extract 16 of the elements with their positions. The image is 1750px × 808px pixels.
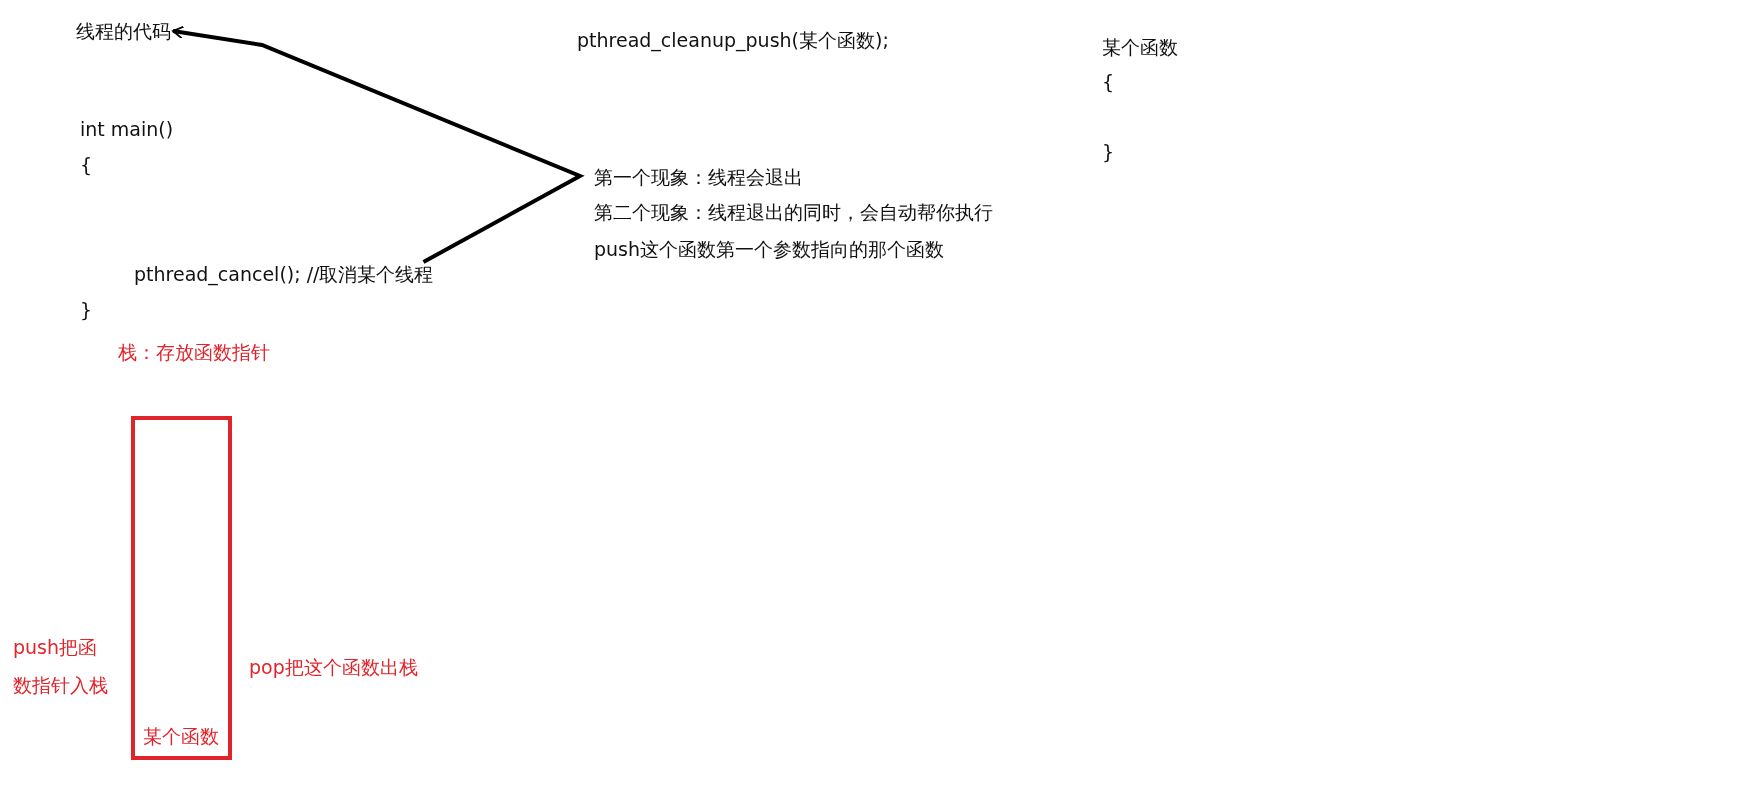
code-text: 某个函数: [1102, 35, 1178, 59]
note-text: 第一个现象：线程会退出: [594, 165, 803, 189]
stack-note: push把函数指针入栈: [13, 635, 109, 698]
code-text: pthread_cancel(); //取消某个线程: [134, 262, 434, 286]
note-text: 第二个现象：线程退出的同时，会自动帮你执行push这个函数第一个参数指向的那个函数: [594, 200, 994, 262]
code-text: {: [1102, 70, 1115, 94]
heading-text: 线程的代码: [76, 19, 171, 43]
stack-item: 某个函数: [143, 724, 219, 748]
code-text: int main(): [80, 117, 174, 141]
code-text: }: [1102, 140, 1115, 164]
stack-note: pop把这个函数出栈: [249, 655, 418, 679]
arrow: [172, 25, 585, 264]
code-text: {: [80, 153, 93, 177]
code-text: }: [80, 298, 93, 322]
code-text: pthread_cleanup_push(某个函数);: [577, 28, 889, 52]
stack-label: 栈：存放函数指针: [118, 340, 270, 364]
